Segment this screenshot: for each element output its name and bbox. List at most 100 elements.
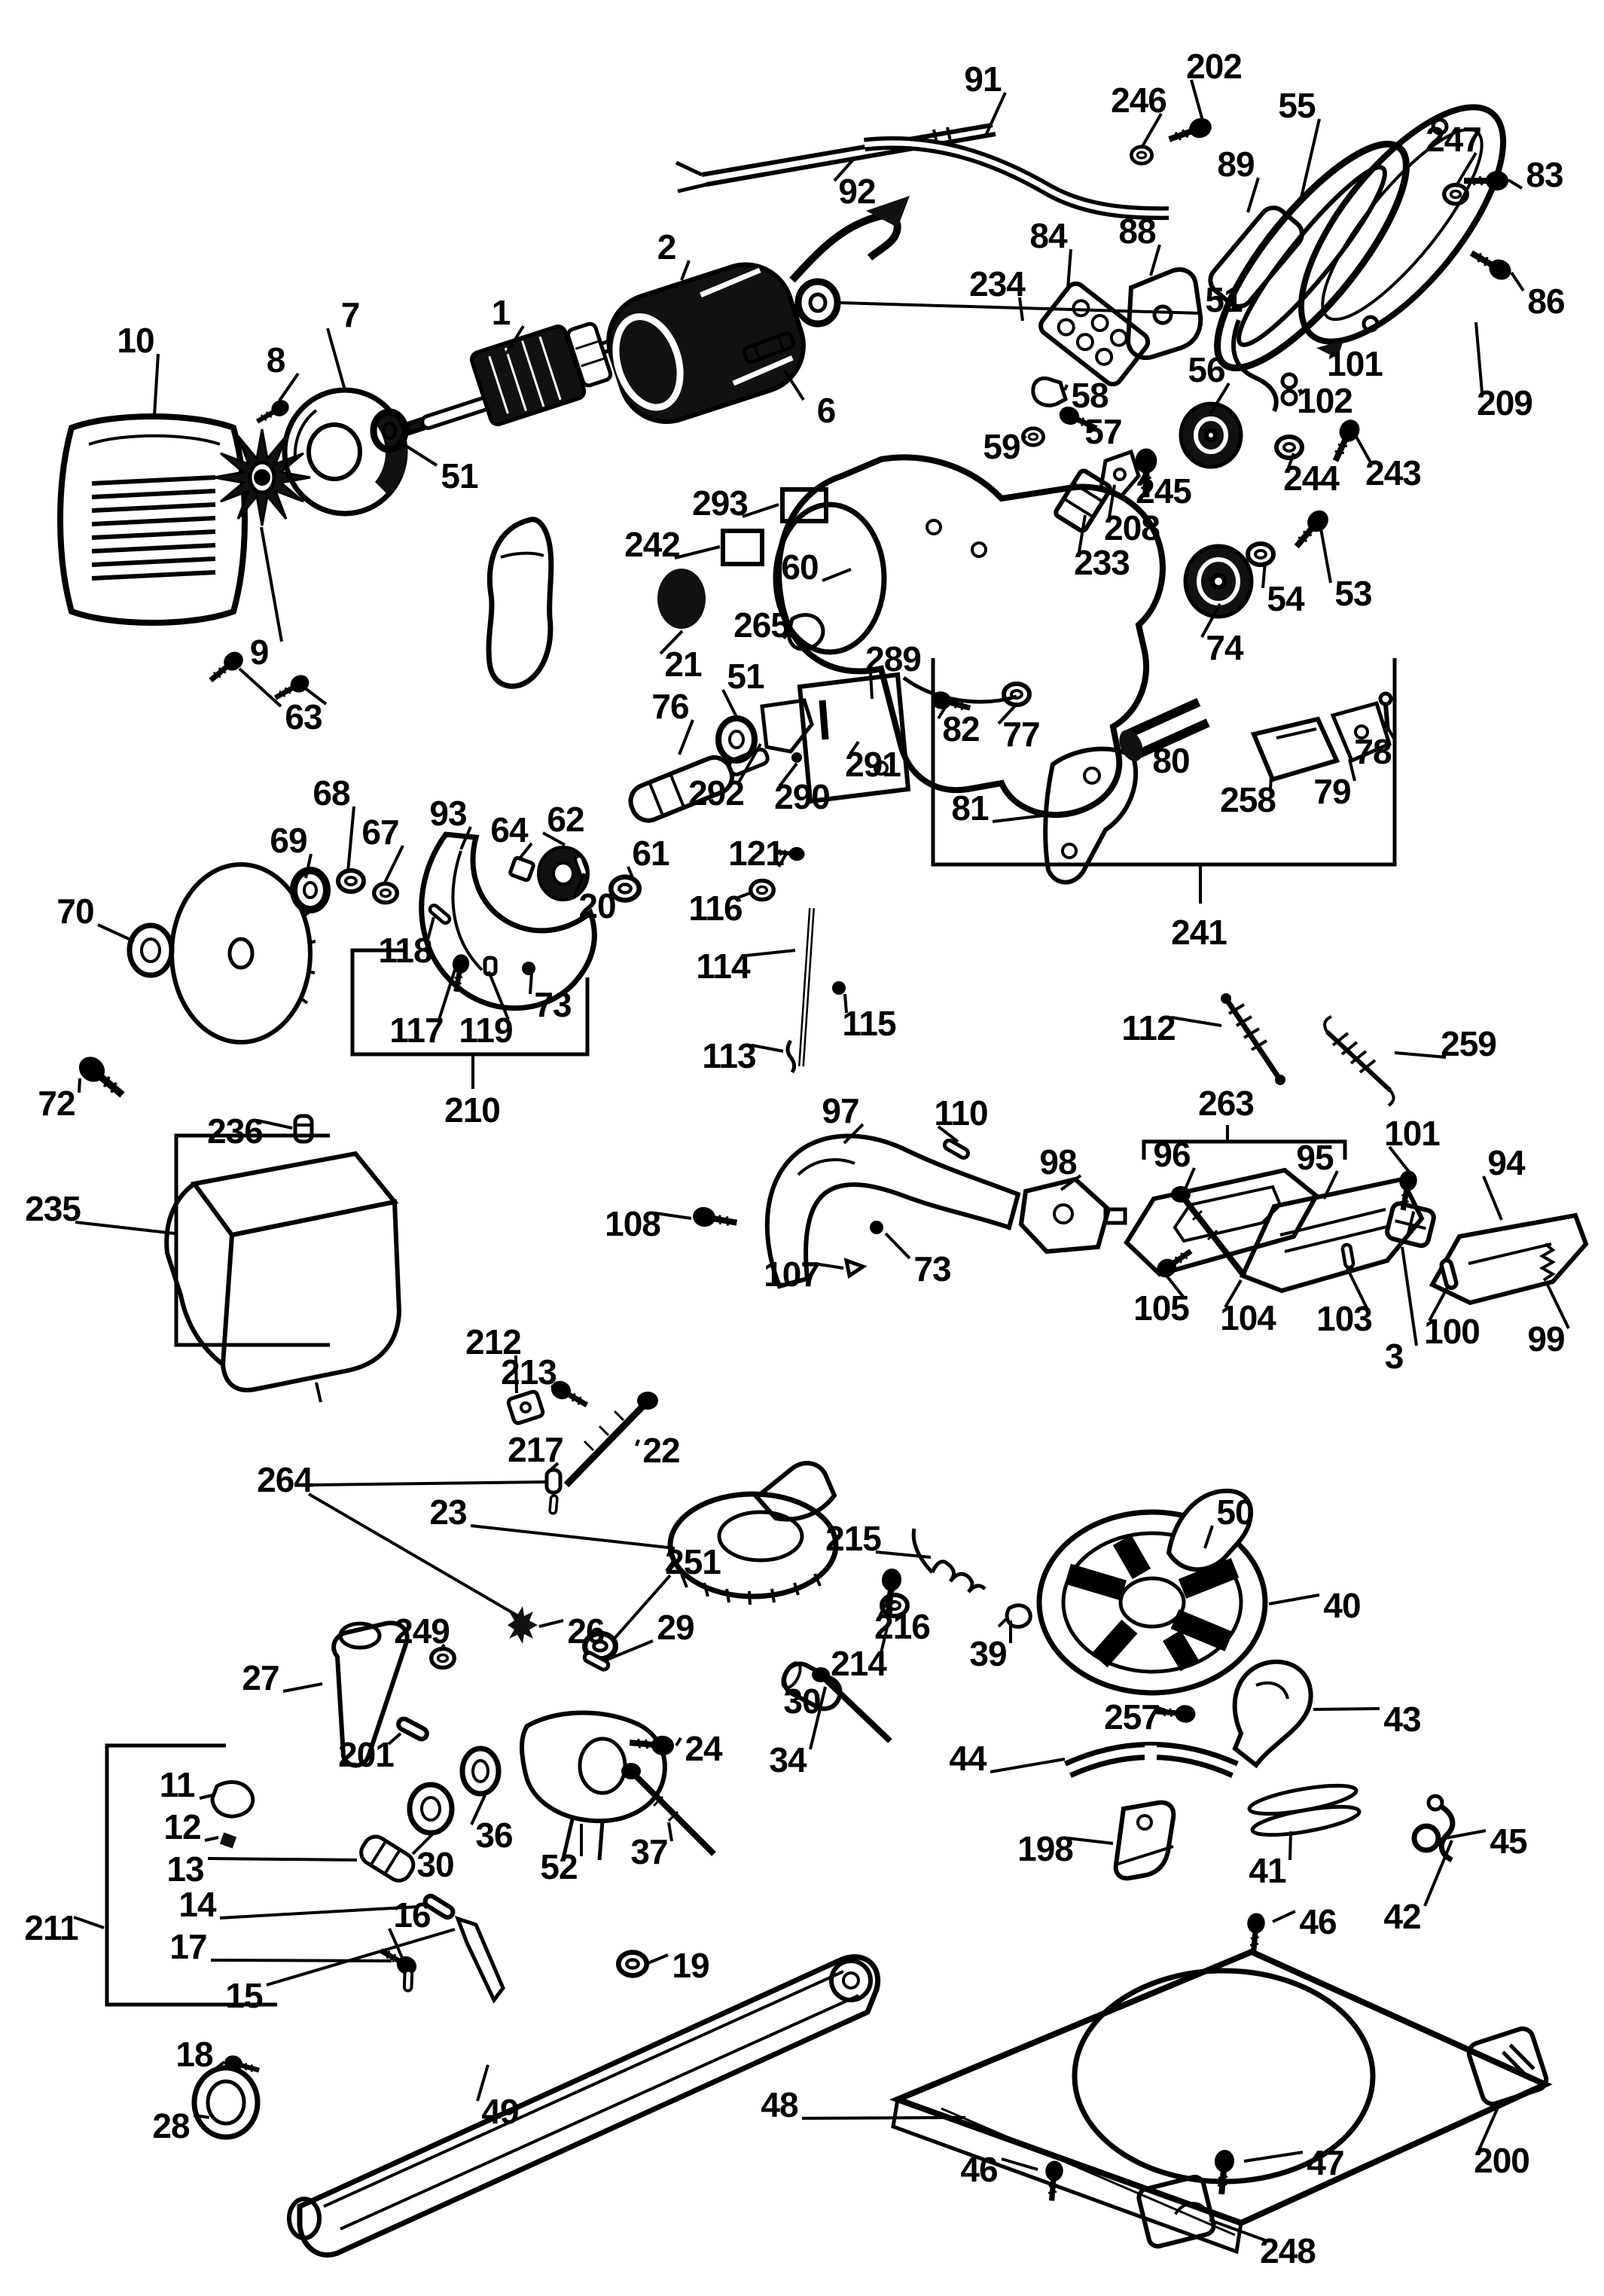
leader-68 [346, 806, 355, 873]
callout-60: 60 [781, 547, 818, 587]
leader-61 [627, 866, 636, 882]
leader-86 [1510, 271, 1525, 292]
outer-washer-70-drawing [127, 922, 175, 978]
callout-19: 19 [672, 1946, 709, 1985]
sleeve-30a-drawing [781, 1661, 843, 1712]
screw-46a-drawing [1247, 1914, 1264, 1953]
callout-89: 89 [1217, 145, 1254, 184]
leader-198 [1067, 1837, 1114, 1845]
bracket-235 [174, 1133, 330, 1347]
callout-74: 74 [1206, 628, 1244, 667]
leader-20 [573, 873, 586, 896]
callout-249: 249 [394, 1611, 450, 1651]
belt-drawing [1214, 140, 1410, 372]
leader-23 [470, 1524, 675, 1550]
callout-86: 86 [1527, 282, 1564, 321]
leader-78 [1383, 721, 1397, 742]
pin-100-drawing [1441, 1259, 1457, 1289]
leader-62 [542, 831, 566, 846]
leader-112 [1170, 1016, 1222, 1027]
bracket-210 [350, 948, 590, 1057]
callout-21: 21 [664, 645, 702, 684]
callout-94: 94 [1487, 1143, 1526, 1182]
leader-290 [778, 762, 798, 788]
leader-55 [1300, 118, 1321, 198]
washer-69-drawing [290, 867, 331, 913]
pin-201-drawing [397, 1717, 429, 1741]
guard-return-wheel-drawing [1036, 1509, 1268, 1696]
callout-76: 76 [651, 687, 688, 726]
leader-246 [1140, 112, 1163, 149]
callout-215: 215 [825, 1519, 881, 1558]
motor-field-drawing [606, 196, 910, 424]
callout-68: 68 [313, 773, 350, 813]
leader-47 [1243, 2151, 1304, 2163]
callout-212: 212 [465, 1322, 521, 1361]
leader-292 [737, 743, 762, 783]
callout-30: 30 [783, 1682, 820, 1721]
leader-116 [737, 892, 751, 899]
leader-22 [635, 1439, 640, 1447]
felt-washer-51a-drawing [370, 408, 409, 453]
leader-202 [1190, 79, 1204, 121]
leader-259 [1394, 1051, 1447, 1059]
callout-259: 259 [1441, 1024, 1496, 1063]
leader-113 [751, 1044, 784, 1053]
leader-118 [426, 916, 435, 941]
callout-10: 10 [117, 321, 154, 360]
pin-29-drawing [583, 1651, 610, 1672]
callout-235: 235 [25, 1189, 81, 1228]
callout-93: 93 [429, 794, 466, 833]
callout-51: 51 [441, 456, 478, 495]
clip-39-drawing [997, 1603, 1032, 1629]
callout-45: 45 [1490, 1822, 1527, 1861]
callout-233: 233 [1074, 543, 1130, 582]
extra-leader-264 [310, 1480, 546, 1486]
screw-24-drawing [629, 1735, 672, 1754]
leader-layer [73, 79, 1570, 2242]
callout-91: 91 [964, 59, 1002, 99]
callout-6: 6 [817, 391, 836, 430]
lever-81-drawing [1043, 746, 1139, 885]
callout-28: 28 [152, 2106, 190, 2145]
callout-83: 83 [1526, 155, 1563, 194]
leader-247 [1454, 151, 1477, 188]
leader-209 [1474, 322, 1484, 393]
callout-23: 23 [429, 1493, 466, 1532]
leader-2 [680, 260, 691, 281]
callout-82: 82 [942, 709, 979, 749]
leader-233 [1078, 514, 1087, 553]
leader-293 [742, 503, 779, 518]
callout-96: 96 [1153, 1135, 1190, 1174]
leader-19 [645, 1953, 669, 1965]
callout-70: 70 [56, 892, 93, 931]
leader-60 [822, 568, 852, 582]
pulley-74-drawing [1183, 544, 1254, 619]
leader-103 [1346, 1267, 1368, 1309]
label-square-242-drawing [721, 529, 764, 566]
callout-101: 101 [1384, 1114, 1440, 1153]
ring-36-drawing [459, 1746, 502, 1797]
callout-63: 63 [285, 697, 322, 736]
callout-98: 98 [1039, 1142, 1077, 1182]
leader-69 [304, 853, 313, 879]
callout-241: 241 [1171, 913, 1227, 952]
washer-67-drawing [374, 883, 398, 902]
leader-236 [257, 1119, 293, 1130]
callout-30: 30 [416, 1845, 453, 1884]
leader-107 [813, 1262, 844, 1270]
leader-105 [1165, 1274, 1185, 1299]
leader-57 [1077, 417, 1082, 422]
leader-64 [518, 842, 533, 860]
spring-259-drawing [1323, 1015, 1395, 1107]
callout-14: 14 [178, 1885, 217, 1924]
brush-89-drawing [1208, 205, 1304, 413]
callout-100: 100 [1424, 1312, 1480, 1351]
motor-key-drawing [742, 331, 796, 364]
leader-58 [1063, 384, 1069, 391]
callout-3: 3 [1385, 1337, 1404, 1376]
callout-13: 13 [166, 1849, 203, 1889]
callout-80: 80 [1152, 741, 1189, 780]
